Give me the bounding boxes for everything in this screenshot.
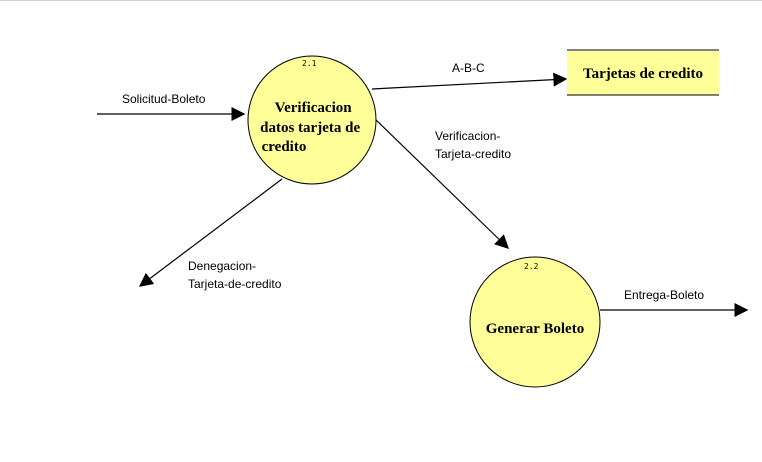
process-2-1-title-line: Verificacion — [275, 100, 353, 116]
flow-label-abc: A-B-C — [452, 61, 485, 75]
flow-label-line: Tarjeta-credito — [435, 147, 511, 161]
flow-line-denegacion-tarjeta — [138, 178, 283, 287]
top-border — [0, 0, 762, 1]
data-store-label: Tarjetas de credito — [583, 66, 703, 82]
process-2-1-circle — [247, 55, 377, 185]
data-store-fill — [567, 51, 719, 95]
flow-label-denegacion-tarjeta: Denegacion- Tarjeta-de-credito — [188, 259, 282, 291]
process-2-2-title: Generar Boleto — [486, 321, 584, 337]
process-2-1-title-line: datos tarjeta de — [260, 120, 360, 136]
flow-line-verificacion-tarjeta — [373, 117, 510, 249]
process-2-2-id: 2.2 — [524, 262, 539, 271]
flow-label-entrega-boleto: Entrega-Boleto — [624, 288, 704, 302]
data-store-tarjetas-credito: Tarjetas de credito — [567, 49, 719, 96]
process-2-1: 2.1 Verificacion datos tarjeta de credit… — [247, 55, 377, 185]
process-2-1-title-line: credito — [262, 139, 307, 155]
flow-label-solicitud-boleto: Solicitud-Boleto — [122, 92, 206, 106]
process-2-2-circle — [469, 256, 601, 388]
flow-label-line: Denegacion- — [188, 259, 256, 273]
process-2-1-title: Verificacion datos tarjeta de credito — [260, 100, 364, 155]
flow-label-line: Verificacion- — [435, 129, 500, 143]
flow-label-line: Tarjeta-de-credito — [188, 277, 282, 291]
flow-line-abc — [371, 72, 568, 90]
flow-label-verificacion-tarjeta: Verificacion- Tarjeta-credito — [435, 129, 511, 161]
process-2-2: 2.2 Generar Boleto — [469, 256, 601, 388]
process-2-1-id: 2.1 — [302, 59, 317, 68]
